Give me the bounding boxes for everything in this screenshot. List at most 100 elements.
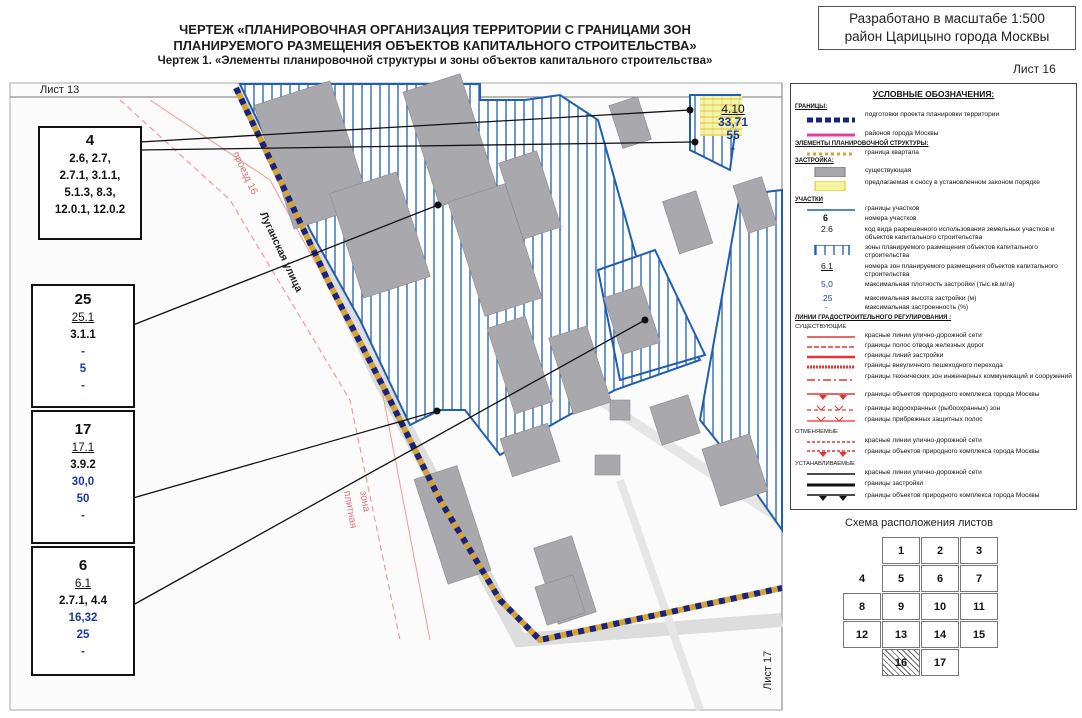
legend-section-borders: ГРАНИЦЫ:: [795, 104, 828, 110]
callout-number: 4: [85, 132, 95, 149]
legend-text: код вида разрешенного использования земе…: [865, 226, 1055, 241]
legend-sample-value: 6.1: [821, 261, 833, 271]
legend-text: максимальная высота застройки (м): [865, 295, 977, 302]
sheet-cell: 3: [960, 537, 998, 564]
legend-text: границы технических зон инженерных комму…: [865, 373, 1072, 380]
zone-tag-coverage: -: [731, 141, 736, 155]
callout-coverage: -: [81, 646, 85, 658]
scheme-title: Схема расположения листов: [845, 517, 993, 529]
legend-text: границы участков: [865, 205, 920, 212]
legend-sample-value: 2.6: [821, 224, 833, 234]
legend-sample-value: 5,0: [821, 279, 833, 289]
project-border-swatch: [807, 117, 855, 123]
district-border-swatch: [807, 133, 855, 137]
sheet-cell: 11: [960, 593, 998, 620]
legend-sample-value: 6: [823, 213, 829, 223]
sheet-cell: 6: [921, 565, 959, 592]
title-line-2: ПЛАНИРУЕМОГО РАЗМЕЩЕНИЯ ОБЪЕКТОВ КАПИТАЛ…: [173, 38, 697, 53]
sheet-17-label: Лист 17: [762, 650, 774, 690]
legend-text: красные линии улично-дорожной сети: [865, 437, 982, 444]
legend-row-density: 5,0 максимальная плотность застройки (ты…: [795, 279, 1075, 295]
zone-tag: 4.10 33,71 55 -: [718, 103, 748, 155]
legend-text: номера зон планируемого размещения объек…: [865, 263, 1058, 278]
legend-section-regulation: ЛИНИИ ГРАДОСТРОИТЕЛЬНОГО РЕГУЛИРОВАНИЯ :: [795, 315, 952, 321]
callout-density: -: [81, 346, 85, 358]
legend-section-building: ЗАСТРОЙКА:: [795, 158, 834, 164]
plot-border-swatch: [807, 209, 855, 211]
sheet-number: Лист 16: [1013, 62, 1056, 76]
callout-coverage: -: [81, 380, 85, 392]
callout-plot-4: 4 2.6, 2.7, 2.7.1, 3.1.1, 5.1.3, 8.3, 12…: [38, 126, 142, 240]
sheet-cell-current: 16: [882, 649, 920, 676]
callout-number: 25: [74, 291, 92, 308]
sheet-cell: 10: [921, 593, 959, 620]
callout-use-line: 12.0.1, 12.0.2: [54, 204, 126, 216]
callout-zone-code: 17.1: [71, 442, 95, 454]
red-line-swatch: [807, 336, 855, 338]
legend-sample-value: -: [825, 302, 828, 312]
block-border-navy: [233, 86, 783, 644]
water-swatch: [807, 405, 855, 411]
legend-text: границы водоохранных (рыбоохранных) зон: [865, 405, 1001, 412]
legend-sub-establish: УСТАНАВЛИВАЕМЫЕ: [795, 461, 855, 467]
ped-swatch: [807, 365, 855, 369]
legend-text: максимальная застроенность (%): [865, 304, 969, 311]
callout-height: 50: [76, 493, 90, 505]
callout-use-line: 5.1.3, 8.3,: [64, 187, 116, 199]
scale-box: Разработано в масштабе 1:500 район Цариц…: [818, 6, 1076, 50]
leader-dots: [433, 106, 699, 415]
sheet-cell: 9: [882, 593, 920, 620]
legend-text: районов города Москвы: [865, 130, 939, 137]
legend-text: границы полос отвода железных дорог: [865, 342, 985, 349]
zone-tag-height: 55: [726, 128, 740, 142]
legend-row-zone-no: 6.1 номера зон планируемого размещения о…: [795, 261, 1075, 279]
callout-plot-17: 17 17.1 3.9.2 30,0 50 -: [31, 410, 135, 544]
sheet-cell: 15: [960, 621, 998, 648]
tech-swatch: [807, 379, 855, 381]
callout-plot-25: 25 25.1 3.1.1 - 5 -: [31, 284, 135, 408]
sheet-cell: 7: [960, 565, 998, 592]
legend-sub-cancel: ОТМЕНЯЕМЫЕ: [795, 429, 838, 435]
legend-text: границы внеуличного пешеходного перехода: [865, 362, 1003, 369]
sheet-cell: 4: [858, 573, 866, 585]
legend-text: границы объектов природного комплекса го…: [865, 492, 1040, 499]
legend-row-demolish: предлагаемая к сносу в установленном зак…: [795, 179, 1075, 195]
district-text: район Царицыно города Москвы: [844, 29, 1050, 44]
road-light-2: [597, 395, 785, 525]
build-line-swatch: [807, 355, 855, 359]
legend-text: красные линии улично-дорожной сети: [865, 332, 982, 339]
legend-section-plots: УЧАСТКИ: [795, 197, 823, 203]
title-line-3: Чертеж 1. «Элементы планировочной структ…: [157, 55, 713, 67]
nature-cancel-swatch: [807, 450, 855, 457]
legend-row-zones: зоны планируемого размещения объектов ка…: [795, 244, 1075, 260]
existing-building-swatch: [814, 167, 846, 177]
callout-density: 16,32: [68, 612, 98, 624]
legend-text: границы объектов природного комплекса го…: [865, 448, 1040, 455]
legend-text: границы застройки: [865, 480, 924, 487]
demolish-swatch: [814, 181, 846, 191]
zone-tag-code: 4.10: [721, 102, 745, 116]
callout-height: 25: [76, 629, 90, 641]
sheet-13-label: Лист 13: [40, 84, 80, 96]
red-new-swatch: [807, 473, 855, 475]
leader-lines: [132, 109, 696, 606]
legend-sample-value: 25: [823, 293, 833, 303]
block-border-swatch: [807, 152, 855, 156]
sheet-cell: 12: [843, 621, 881, 648]
callout-number: 6: [78, 557, 88, 574]
callout-density: 30,0: [71, 476, 95, 488]
rail-swatch: [807, 346, 855, 348]
sheet-cell: 17: [921, 649, 959, 676]
legend-row-project: подготовки проекта планировки территории: [795, 111, 1075, 127]
callout-height: 5: [79, 363, 87, 375]
callout-use: 2.7.1, 4.4: [59, 595, 107, 607]
legend-text: предлагаемая к сносу в установленном зак…: [865, 179, 1040, 186]
legend-text: номера участков: [865, 215, 917, 222]
legend-text: граница квартала: [865, 149, 919, 156]
nature-new-swatch: [807, 494, 855, 501]
legend-text: зоны планируемого размещения объектов ка…: [865, 244, 1038, 259]
sheet-scheme-grid: 1 2 3 4 5 6 7 8 9 10 11 12 13 14 15 16 1…: [842, 537, 1002, 687]
legend-panel: УСЛОВНЫЕ ОБОЗНАЧЕНИЯ: ГРАНИЦЫ: подготовк…: [790, 83, 1077, 510]
sheet-cell: 13: [882, 621, 920, 648]
